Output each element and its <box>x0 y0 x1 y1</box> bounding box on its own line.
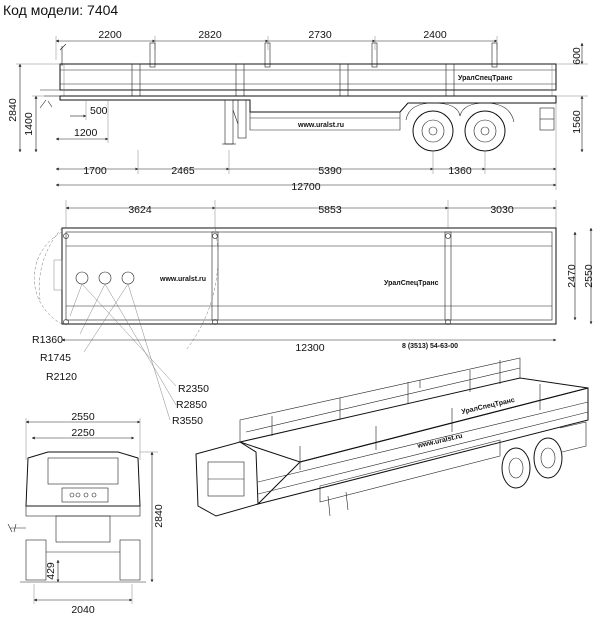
model-code-label: Код модели: 7404 <box>3 2 119 18</box>
radius-label-6: R3550 <box>172 415 203 427</box>
dim-side-height-deck: 1400 <box>23 112 35 136</box>
dim-top-length: 12300 <box>295 342 324 354</box>
rear-width-dimensions: 2550 2250 <box>25 411 141 460</box>
phone-number: 8 (3513) 54-63-00 <box>402 343 458 350</box>
dim-rear-outer-width: 2550 <box>71 411 95 423</box>
dim-side-top-3: 2730 <box>308 29 332 41</box>
side-inner-dimensions: 500 1200 <box>55 100 109 143</box>
radius-label-4: R2350 <box>178 383 209 395</box>
iso-website: www.uralst.ru <box>416 433 463 450</box>
dim-top-3: 3030 <box>490 204 514 216</box>
top-length-dimension: 12300 8 (3513) 54-63-00 <box>61 338 557 354</box>
side-landing-gear <box>222 99 247 145</box>
top-deck: www.uralst.ru УралСпецТранс <box>53 227 557 325</box>
iso-brand-logo: УралСпецТранс <box>461 397 516 416</box>
radius-label-3: R2120 <box>46 371 77 383</box>
dim-top-1: 3624 <box>128 204 152 216</box>
dim-rear-height: 2840 <box>153 504 165 528</box>
side-stanchions <box>59 42 498 68</box>
dim-top-outer-width: 2550 <box>583 264 595 288</box>
dim-side-top-4: 2400 <box>423 29 447 41</box>
dim-side-top-2: 2820 <box>198 29 222 41</box>
dim-side-height-total: 2840 <box>7 98 19 122</box>
side-view: 2200 2820 2730 2400 <box>7 29 588 193</box>
side-sideboards: УралСпецТранс <box>59 63 557 97</box>
top-right-dimensions: 2470 2550 <box>566 227 595 325</box>
dim-kingpin-radius: 1200 <box>74 127 98 139</box>
isometric-view: УралСпецТранс www.uralst.ru <box>195 357 589 517</box>
radius-label-2: R1745 <box>40 352 71 364</box>
top-top-dimensions: 3624 5853 3030 <box>65 200 557 228</box>
dim-kingpin: 500 <box>90 105 108 117</box>
dim-side-bottom-1: 1700 <box>83 165 107 177</box>
radius-label-1: R1360 <box>32 334 63 346</box>
top-view: 3624 5853 3030 <box>32 200 595 427</box>
dim-side-top-1: 2200 <box>98 29 122 41</box>
dim-rear-track: 2040 <box>71 604 95 616</box>
top-website: www.uralst.ru <box>159 276 206 283</box>
side-left-dimensions: 2840 1400 <box>7 63 60 153</box>
side-frame: www.uralst.ru <box>39 89 557 131</box>
dim-side-bottom-3: 5390 <box>318 165 342 177</box>
rear-view: 2550 2250 <box>7 411 165 616</box>
dim-side-bottom-2: 2465 <box>171 165 195 177</box>
side-top-dimensions: 2200 2820 2730 2400 <box>55 29 498 60</box>
rear-track-dimension: 2040 <box>33 584 133 616</box>
side-website: www.uralst.ru <box>297 122 344 129</box>
rear-height-dimensions: 2840 429 <box>45 451 165 583</box>
top-radii-labels: R1360 R1745 R2120 R2350 R2850 R3550 <box>32 334 209 427</box>
top-brand-logo: УралСпецТранс <box>384 280 439 287</box>
side-bottom-dimensions: 1700 2465 5390 1360 12700 <box>55 104 557 193</box>
rear-body <box>7 451 146 583</box>
dim-side-stanchion-height: 600 <box>571 47 583 65</box>
side-wheels <box>405 102 555 152</box>
dim-top-inner-width: 2470 <box>566 264 578 288</box>
dim-side-bottom-4: 1360 <box>448 165 472 177</box>
side-brand-logo: УралСпецТранс <box>458 75 513 82</box>
dim-side-rear-height: 1560 <box>571 110 583 134</box>
dim-overall-length: 12700 <box>291 181 320 193</box>
side-right-dimensions: 600 1560 <box>556 42 588 153</box>
dim-rear-inner-width: 2250 <box>71 427 95 439</box>
radius-label-5: R2850 <box>176 399 207 411</box>
dim-top-2: 5853 <box>318 204 342 216</box>
dim-ground-clearance: 429 <box>45 562 57 580</box>
